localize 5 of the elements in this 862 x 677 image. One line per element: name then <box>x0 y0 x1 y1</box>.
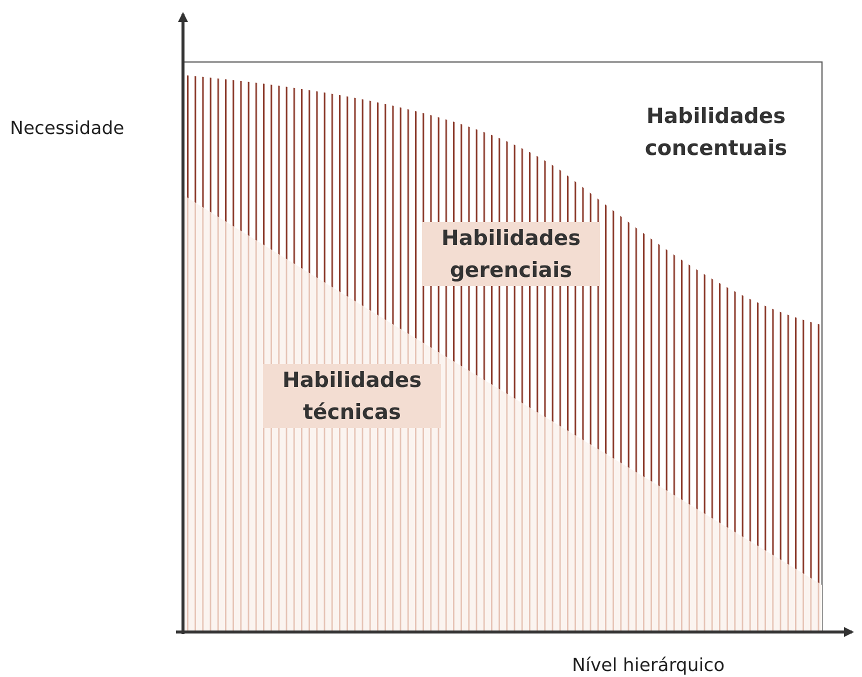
region-label: Habilidades técnicas <box>263 364 441 428</box>
axis-label: Nível hierárquico <box>572 655 725 676</box>
region-label: Habilidades gerenciais <box>422 222 600 286</box>
region-label: Habilidades concentuais <box>644 103 788 162</box>
axis-label: Necessidade <box>10 118 124 139</box>
